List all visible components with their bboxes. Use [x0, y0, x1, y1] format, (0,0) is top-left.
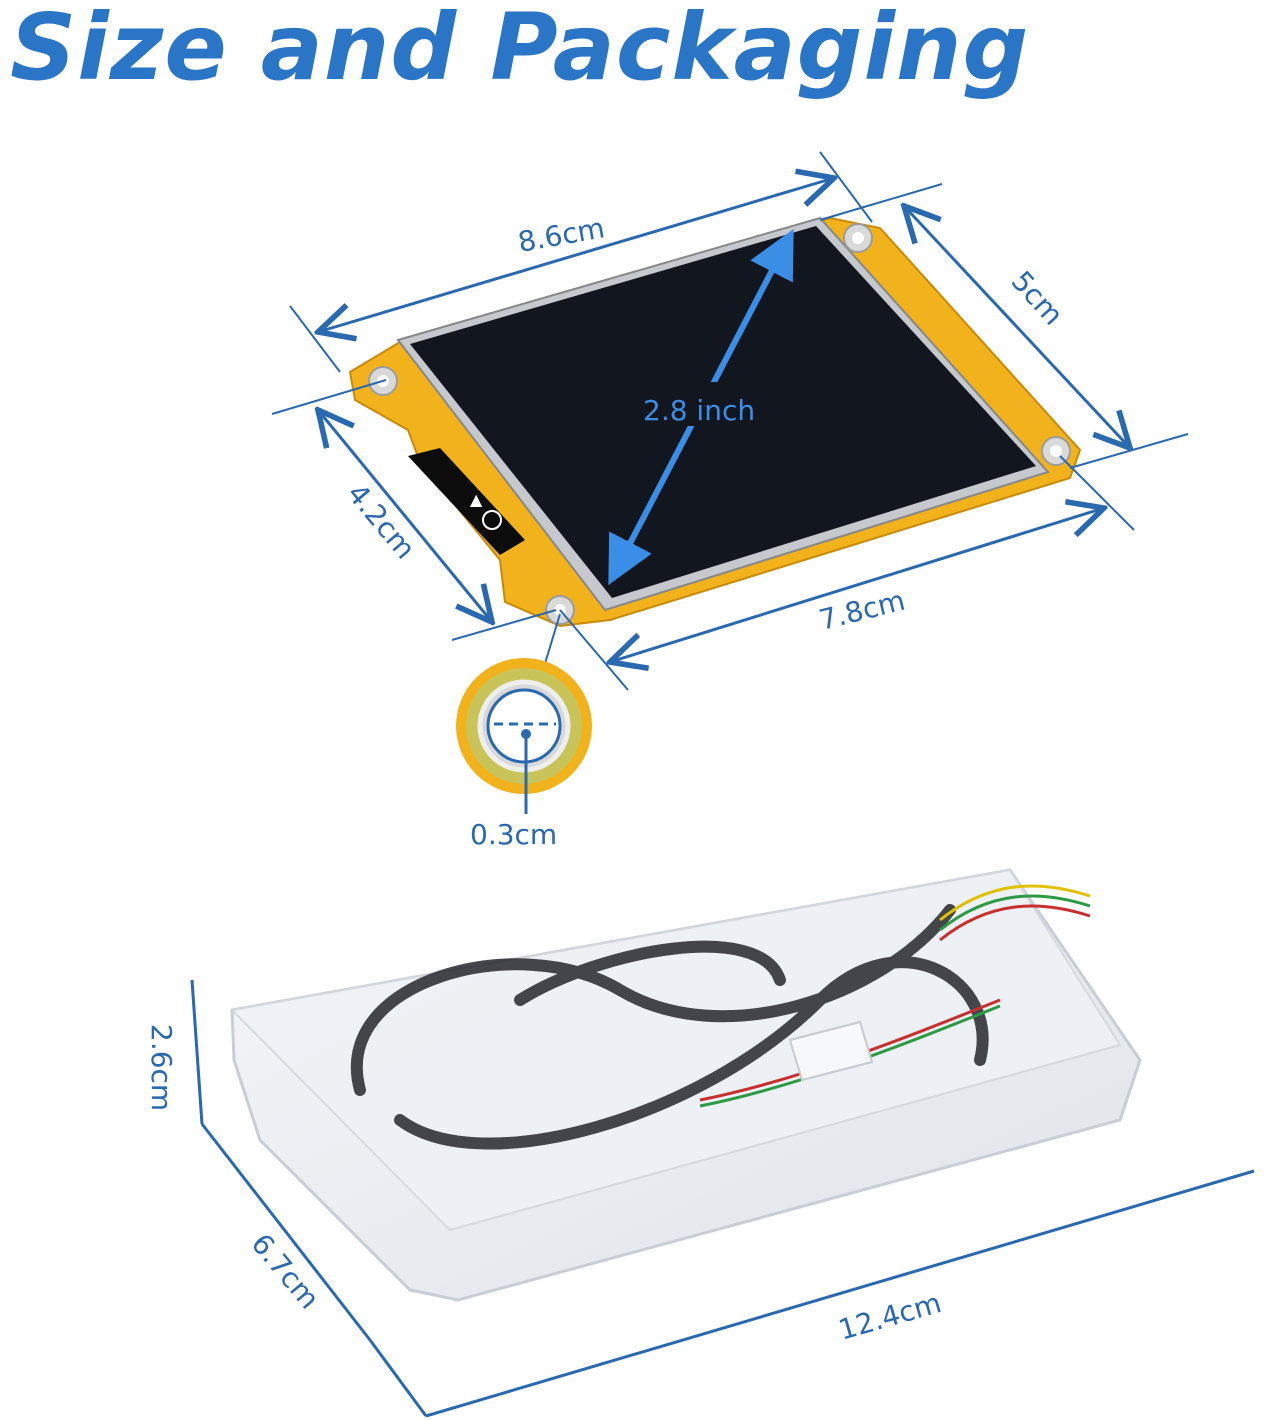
page-title: Size and Packaging — [10, 0, 1030, 101]
hole-diameter-label: 0.3cm — [470, 818, 557, 851]
dimension-box-height: 2.6cm — [145, 979, 204, 1125]
hole-detail-callout: 0.3cm — [456, 613, 592, 851]
jumper-wires — [699, 884, 1091, 1108]
screen-diagonal-label: 2.8 inch — [643, 394, 755, 427]
usb-cable — [351, 904, 989, 1150]
box-length-label: 12.4cm — [835, 1286, 945, 1347]
box-clasp — [788, 1020, 874, 1082]
mounting-hole — [843, 223, 873, 253]
width-label: 5cm — [1005, 265, 1070, 332]
esd-warning-icon: ▲ — [470, 490, 483, 509]
packaging-box — [229, 868, 1142, 1302]
hole-spacing-long-label: 7.8cm — [816, 584, 909, 637]
box-width-label: 6.7cm — [245, 1227, 326, 1315]
total-length-label: 8.6cm — [515, 211, 607, 259]
box-height-label: 2.6cm — [145, 1024, 178, 1111]
